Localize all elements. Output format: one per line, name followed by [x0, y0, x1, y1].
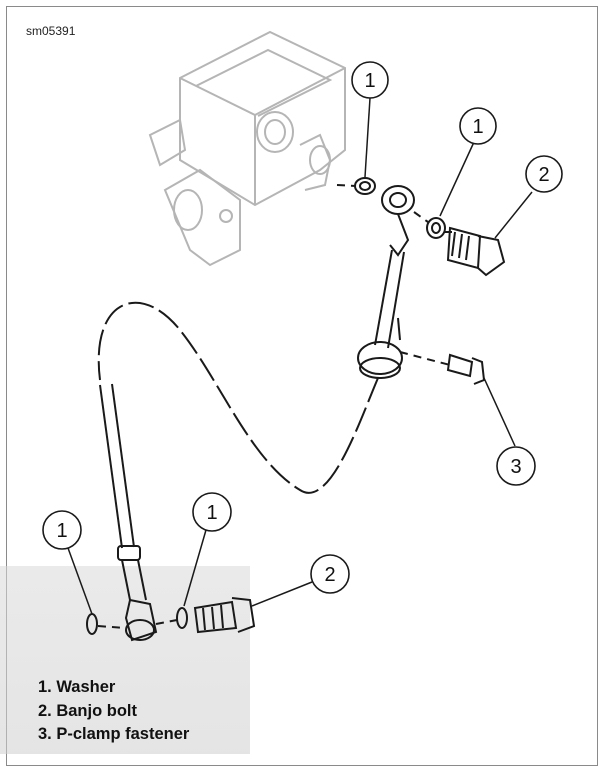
- svg-text:3: 3: [510, 456, 521, 478]
- callout-1-lower-right: 1: [192, 492, 232, 532]
- svg-text:1: 1: [56, 520, 67, 542]
- washer-lower-right: [176, 607, 188, 629]
- hose-assembly: [86, 177, 506, 642]
- banjo-fitting-upper: [381, 185, 415, 215]
- figure-id: sm05391: [26, 24, 76, 38]
- watermark-band: [0, 566, 250, 754]
- legend-item-banjo-bolt: 2. Banjo bolt: [38, 701, 137, 720]
- banjo-bolt-upper: [446, 226, 506, 277]
- p-clamp-fastener: [446, 353, 486, 385]
- callout-1-lower-left: 1: [42, 510, 82, 550]
- callout-1-upper-right: 1: [459, 107, 497, 145]
- washer-lower-left: [86, 613, 98, 635]
- banjo-fitting-lower: [124, 598, 158, 642]
- banjo-bolt-lower: [193, 597, 256, 634]
- parts-legend: 1. Washer 2. Banjo bolt 3. P-clamp faste…: [38, 676, 189, 747]
- svg-text:1: 1: [206, 502, 217, 524]
- legend-item-washer: 1. Washer: [38, 678, 116, 696]
- p-clamp: [357, 341, 403, 375]
- callout-1-upper: 1: [351, 61, 389, 99]
- master-cylinder: [148, 30, 346, 267]
- svg-text:1: 1: [364, 70, 375, 92]
- legend-item-p-clamp-fastener: 3. P-clamp fastener: [38, 725, 190, 743]
- washer-upper-right: [426, 217, 446, 239]
- svg-text:2: 2: [324, 564, 335, 586]
- svg-text:2: 2: [538, 164, 549, 186]
- callout-2-lower: 2: [310, 554, 350, 594]
- svg-text:1: 1: [472, 116, 483, 138]
- leader-lines: [67, 97, 533, 615]
- washer-upper: [354, 177, 376, 195]
- callout-3: 3: [496, 446, 536, 486]
- callout-2-upper: 2: [525, 155, 563, 193]
